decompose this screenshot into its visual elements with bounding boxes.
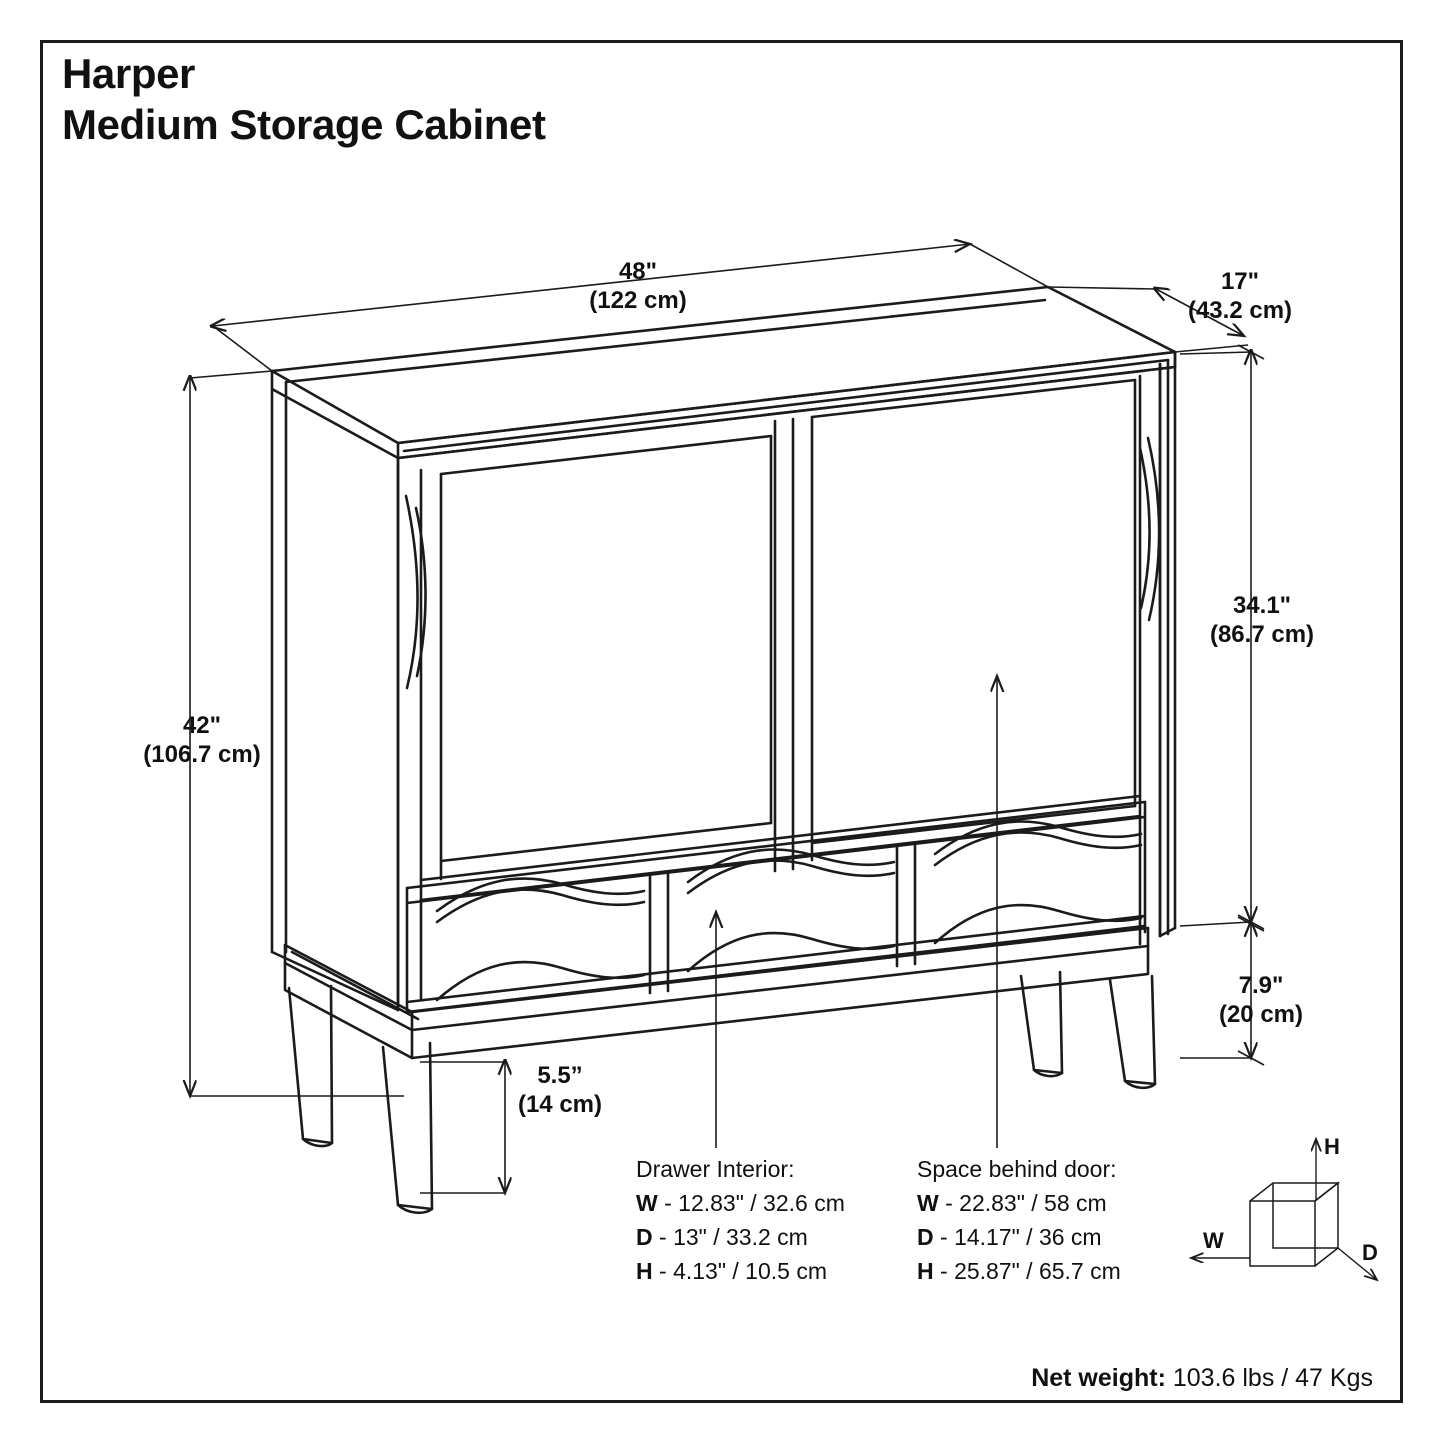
callout-row: D - 14.17" / 36 cm	[917, 1220, 1121, 1254]
callout-key: W	[917, 1190, 939, 1217]
dimension-label-drawer-bank-height: 7.9" (20 cm)	[1218, 972, 1304, 1028]
dimension-line-leg-height	[420, 1062, 505, 1193]
callout-key: D	[917, 1224, 934, 1251]
drawer-pull-cutouts	[435, 820, 1143, 1002]
callout-space-behind-door: Space behind door: W - 22.83" / 58 cm D …	[917, 1152, 1121, 1288]
callout-value: - 12.83" / 32.6 cm	[657, 1190, 845, 1217]
page-title: Harper Medium Storage Cabinet	[62, 48, 546, 150]
title-brand: Harper	[62, 50, 195, 97]
dimension-line-depth	[1047, 287, 1249, 353]
callout-value: - 14.17" / 36 cm	[933, 1224, 1102, 1251]
dimension-line-total-height	[190, 370, 404, 1096]
callout-value: - 22.83" / 58 cm	[938, 1190, 1107, 1217]
callout-drawer-interior: Drawer Interior: W - 12.83" / 32.6 cm D …	[636, 1152, 845, 1288]
dimension-line-width	[213, 244, 1049, 372]
cabinet-leg-back-right	[1019, 970, 1064, 1078]
callout-row: H - 25.87" / 65.7 cm	[917, 1254, 1121, 1288]
legend-width-axis-label: W	[1203, 1228, 1224, 1253]
net-weight-label: Net weight:	[1031, 1364, 1166, 1392]
callout-row: H - 4.13" / 10.5 cm	[636, 1254, 845, 1288]
callout-key: H	[917, 1258, 934, 1285]
callout-value: - 25.87" / 65.7 cm	[933, 1258, 1121, 1285]
cabinet-base-plinth	[283, 926, 1150, 1060]
callout-space-behind-door-heading: Space behind door:	[917, 1156, 1117, 1182]
cabinet-front-frame	[396, 350, 1177, 1012]
callout-key: H	[636, 1258, 653, 1285]
title-product: Medium Storage Cabinet	[62, 101, 546, 149]
net-weight: Net weight: 103.6 lbs / 47 Kgs	[1031, 1364, 1373, 1393]
cabinet-door-handle-left	[404, 494, 427, 690]
page-border-frame	[40, 40, 1403, 1403]
callout-drawer-interior-heading: Drawer Interior:	[636, 1156, 795, 1182]
cabinet-leg-front-left	[381, 1041, 434, 1215]
dimension-label-depth: 17" (43.2 cm)	[1187, 268, 1293, 324]
net-weight-value: 103.6 lbs / 47 Kgs	[1165, 1364, 1373, 1392]
callout-key: W	[636, 1190, 658, 1217]
legend-depth-axis-label: D	[1362, 1240, 1378, 1265]
callout-row: W - 22.83" / 58 cm	[917, 1186, 1121, 1220]
cabinet-leg-back-left	[287, 984, 334, 1148]
callout-value: - 13" / 33.2 cm	[652, 1224, 808, 1251]
dimension-label-cabinet-height: 34.1" (86.7 cm)	[1209, 592, 1315, 648]
cabinet-door-panels	[439, 378, 1137, 881]
callout-key: D	[636, 1224, 653, 1251]
callout-row: D - 13" / 33.2 cm	[636, 1220, 845, 1254]
dimension-label-leg-height: 5.5” (14 cm)	[517, 1062, 603, 1118]
dimension-line-drawer-bank-height	[1180, 916, 1265, 1066]
legend-height-axis-label: H	[1324, 1134, 1340, 1159]
dimension-label-total-height: 42" (106.7 cm)	[143, 712, 261, 768]
cabinet-leg-front-right	[1108, 974, 1157, 1090]
dimension-label-width: 48" (122 cm)	[589, 258, 687, 314]
callout-value: - 4.13" / 10.5 cm	[652, 1258, 827, 1285]
callout-row: W - 12.83" / 32.6 cm	[636, 1186, 845, 1220]
cabinet-door-handle-right	[1138, 436, 1161, 622]
